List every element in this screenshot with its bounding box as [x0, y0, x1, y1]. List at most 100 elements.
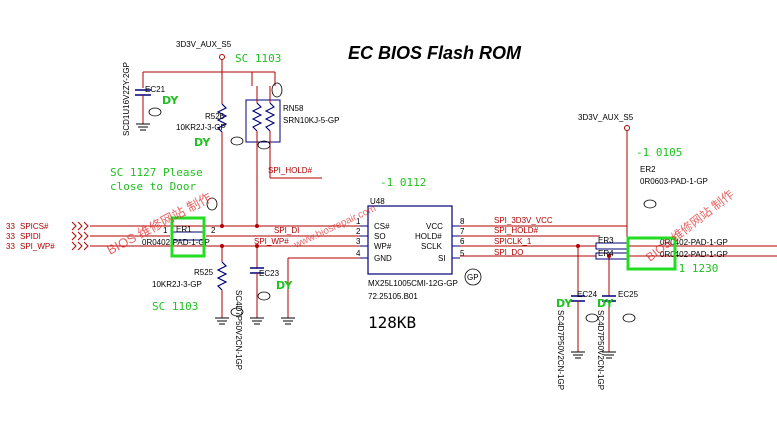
ec25-dy: DY — [597, 297, 614, 310]
net-label-spiclk: SPICLK_1 — [494, 237, 532, 246]
cap-ec21: EC21 DY SCD1U16V2ZY-2GP — [122, 62, 179, 136]
svg-text:3: 3 — [356, 237, 361, 246]
highlight-er1 — [170, 216, 206, 258]
u48-part: MX25L1005CMI-12G-GP — [368, 279, 458, 288]
svg-text:8: 8 — [460, 217, 465, 226]
svg-text:CS#: CS# — [374, 222, 390, 231]
u48-pn: 72.25105.B01 — [368, 292, 418, 301]
cap-ec23: EC23 DY SC4D7P50V2CN-1GP — [234, 267, 293, 370]
r526-value: 10KR2J-3-GP — [176, 123, 226, 132]
power-label-right: 3D3V_AUX_S5 — [578, 113, 634, 122]
net-label-spi-do: SPI_DO — [494, 248, 523, 257]
power-symbol-right: 3D3V_AUX_S5 — [578, 113, 634, 246]
net-label-spi-3d3v-vcc: SPI_3D3V_VCC — [494, 216, 553, 225]
annotation-rev-0112: -1 0112 — [380, 176, 426, 189]
annotation-rev-1230: -1 1230 — [672, 262, 718, 275]
ec21-dy: DY — [162, 94, 179, 107]
svg-text:HOLD#: HOLD# — [415, 232, 442, 241]
svg-text:SO: SO — [374, 232, 386, 241]
svg-text:VCC: VCC — [426, 222, 443, 231]
power-symbol-top: 3D3V_AUX_S5 — [176, 40, 232, 72]
net-label-spi-di: SPI_DI — [274, 226, 299, 235]
ec23-dy: DY — [276, 279, 293, 292]
er4-value: 0R0402-PAD-1-GP — [660, 250, 728, 259]
svg-text:SCLK: SCLK — [421, 242, 443, 251]
power-label-top: 3D3V_AUX_S5 — [176, 40, 232, 49]
gp-badge: GP — [467, 273, 479, 282]
port-spidi: 33 SPIDI — [6, 231, 89, 241]
junction-dot — [255, 244, 259, 248]
junction-dot — [255, 224, 259, 228]
ec23-ref: EC23 — [259, 269, 280, 278]
cap-ec25: EC25 DY SC4D7P50V2CN-1GP — [596, 290, 639, 390]
svg-text:4: 4 — [356, 249, 361, 258]
ec24-ref: EC24 — [577, 290, 598, 299]
net-label-spi-hold2: SPI_HOLD# — [494, 226, 539, 235]
er3-value: 0R0402-PAD-1-GP — [660, 238, 728, 247]
ec25-value: SC4D7P50V2CN-1GP — [596, 310, 605, 390]
svg-text:GND: GND — [374, 254, 392, 263]
svg-text:33: 33 — [6, 232, 15, 241]
port-spi-wp: 33 SPI_WP# — [6, 241, 89, 251]
net-label-spi-wp: SPI_WP# — [254, 237, 289, 246]
annotation-sc1103-bottom: SC 1103 — [152, 300, 198, 313]
svg-text:7: 7 — [460, 227, 465, 236]
annotation-rev-0105: -1 0105 — [636, 146, 682, 159]
net-label-spi-hold: SPI_HOLD# — [268, 166, 313, 175]
rn58-value: SRN10KJ-5-GP — [283, 116, 339, 125]
ec23-value: SC4D7P50V2CN-1GP — [234, 290, 243, 370]
svg-text:33: 33 — [6, 242, 15, 251]
ec21-value: SCD1U16V2ZY-2GP — [122, 62, 131, 136]
svg-text:33: 33 — [6, 222, 15, 231]
junction-dot — [576, 244, 580, 248]
svg-text:5: 5 — [460, 249, 465, 258]
svg-text:SPICS#: SPICS# — [20, 222, 49, 231]
svg-text:2: 2 — [356, 227, 361, 236]
r526-ref: R526 — [205, 112, 225, 121]
r526-dy: DY — [194, 136, 211, 149]
power-rail — [142, 71, 276, 104]
ic-u48: U48 1 2 3 4 CS# SO WP# GND VCC HOLD# SCL… — [356, 197, 482, 332]
svg-text:6: 6 — [460, 237, 465, 246]
watermarks: BIOS 维修网站 制作 www.biosrepair.com BIOS 维修网… — [104, 186, 736, 264]
u48-ref: U48 — [370, 197, 385, 206]
er1-ref: ER1 — [176, 225, 192, 234]
svg-text:SI: SI — [438, 254, 446, 263]
left-ports: 33 SPICS# 33 SPIDI 33 SPI_WP# — [6, 221, 89, 251]
highlight-er3-er4 — [626, 236, 677, 271]
r525-value: 10KR2J-3-GP — [152, 280, 202, 289]
rn58-ref: RN58 — [283, 104, 304, 113]
ec24-value: SC4D7P50V2CN-1GP — [556, 310, 565, 390]
er1-value: 0R0402-PAD-1-GP — [142, 238, 210, 247]
resistor-r525: R525 10KR2J-3-GP — [152, 261, 244, 325]
annotation-sc1103-top: SC 1103 — [235, 52, 281, 65]
annotation-sc1127-line2: close to Door — [110, 180, 196, 193]
ec24-dy: DY — [556, 297, 573, 310]
right-wires — [460, 225, 777, 296]
er2-value: 0R0603-PAD-1-GP — [640, 177, 708, 186]
cap-ec24: EC24 DY SC4D7P50V2CN-1GP — [556, 290, 599, 390]
svg-text:1: 1 — [356, 217, 361, 226]
junction-dot — [220, 244, 224, 248]
svg-text:SPI_WP#: SPI_WP# — [20, 242, 55, 251]
er4-ref: ER4 — [598, 249, 614, 258]
ec25-ref: EC25 — [618, 290, 639, 299]
resistor-er2: ER2 0R0603-PAD-1-GP — [640, 165, 708, 209]
svg-text:SPIDI: SPIDI — [20, 232, 41, 241]
svg-text:1: 1 — [163, 226, 168, 235]
er3-ref: ER3 — [598, 236, 614, 245]
net-spi-hold-branch: SPI_HOLD# — [268, 166, 322, 179]
svg-text:2: 2 — [211, 226, 216, 235]
watermark-center: www.biosrepair.com — [292, 203, 378, 251]
ground-symbol — [281, 317, 295, 325]
ec21-ref: EC21 — [145, 85, 166, 94]
resistor-r526: R526 10KR2J-3-GP DY — [176, 103, 244, 226]
resistor-network-rn58: RN58 SRN10KJ-5-GP — [245, 82, 339, 226]
schematic-title: EC BIOS Flash ROM — [348, 43, 522, 63]
junction-dot — [220, 224, 224, 228]
er2-ref: ER2 — [640, 165, 656, 174]
u48-size: 128KB — [368, 313, 416, 332]
annotation-sc1127-line1: SC 1127 Please — [110, 166, 203, 179]
port-spics: 33 SPICS# — [6, 221, 89, 231]
